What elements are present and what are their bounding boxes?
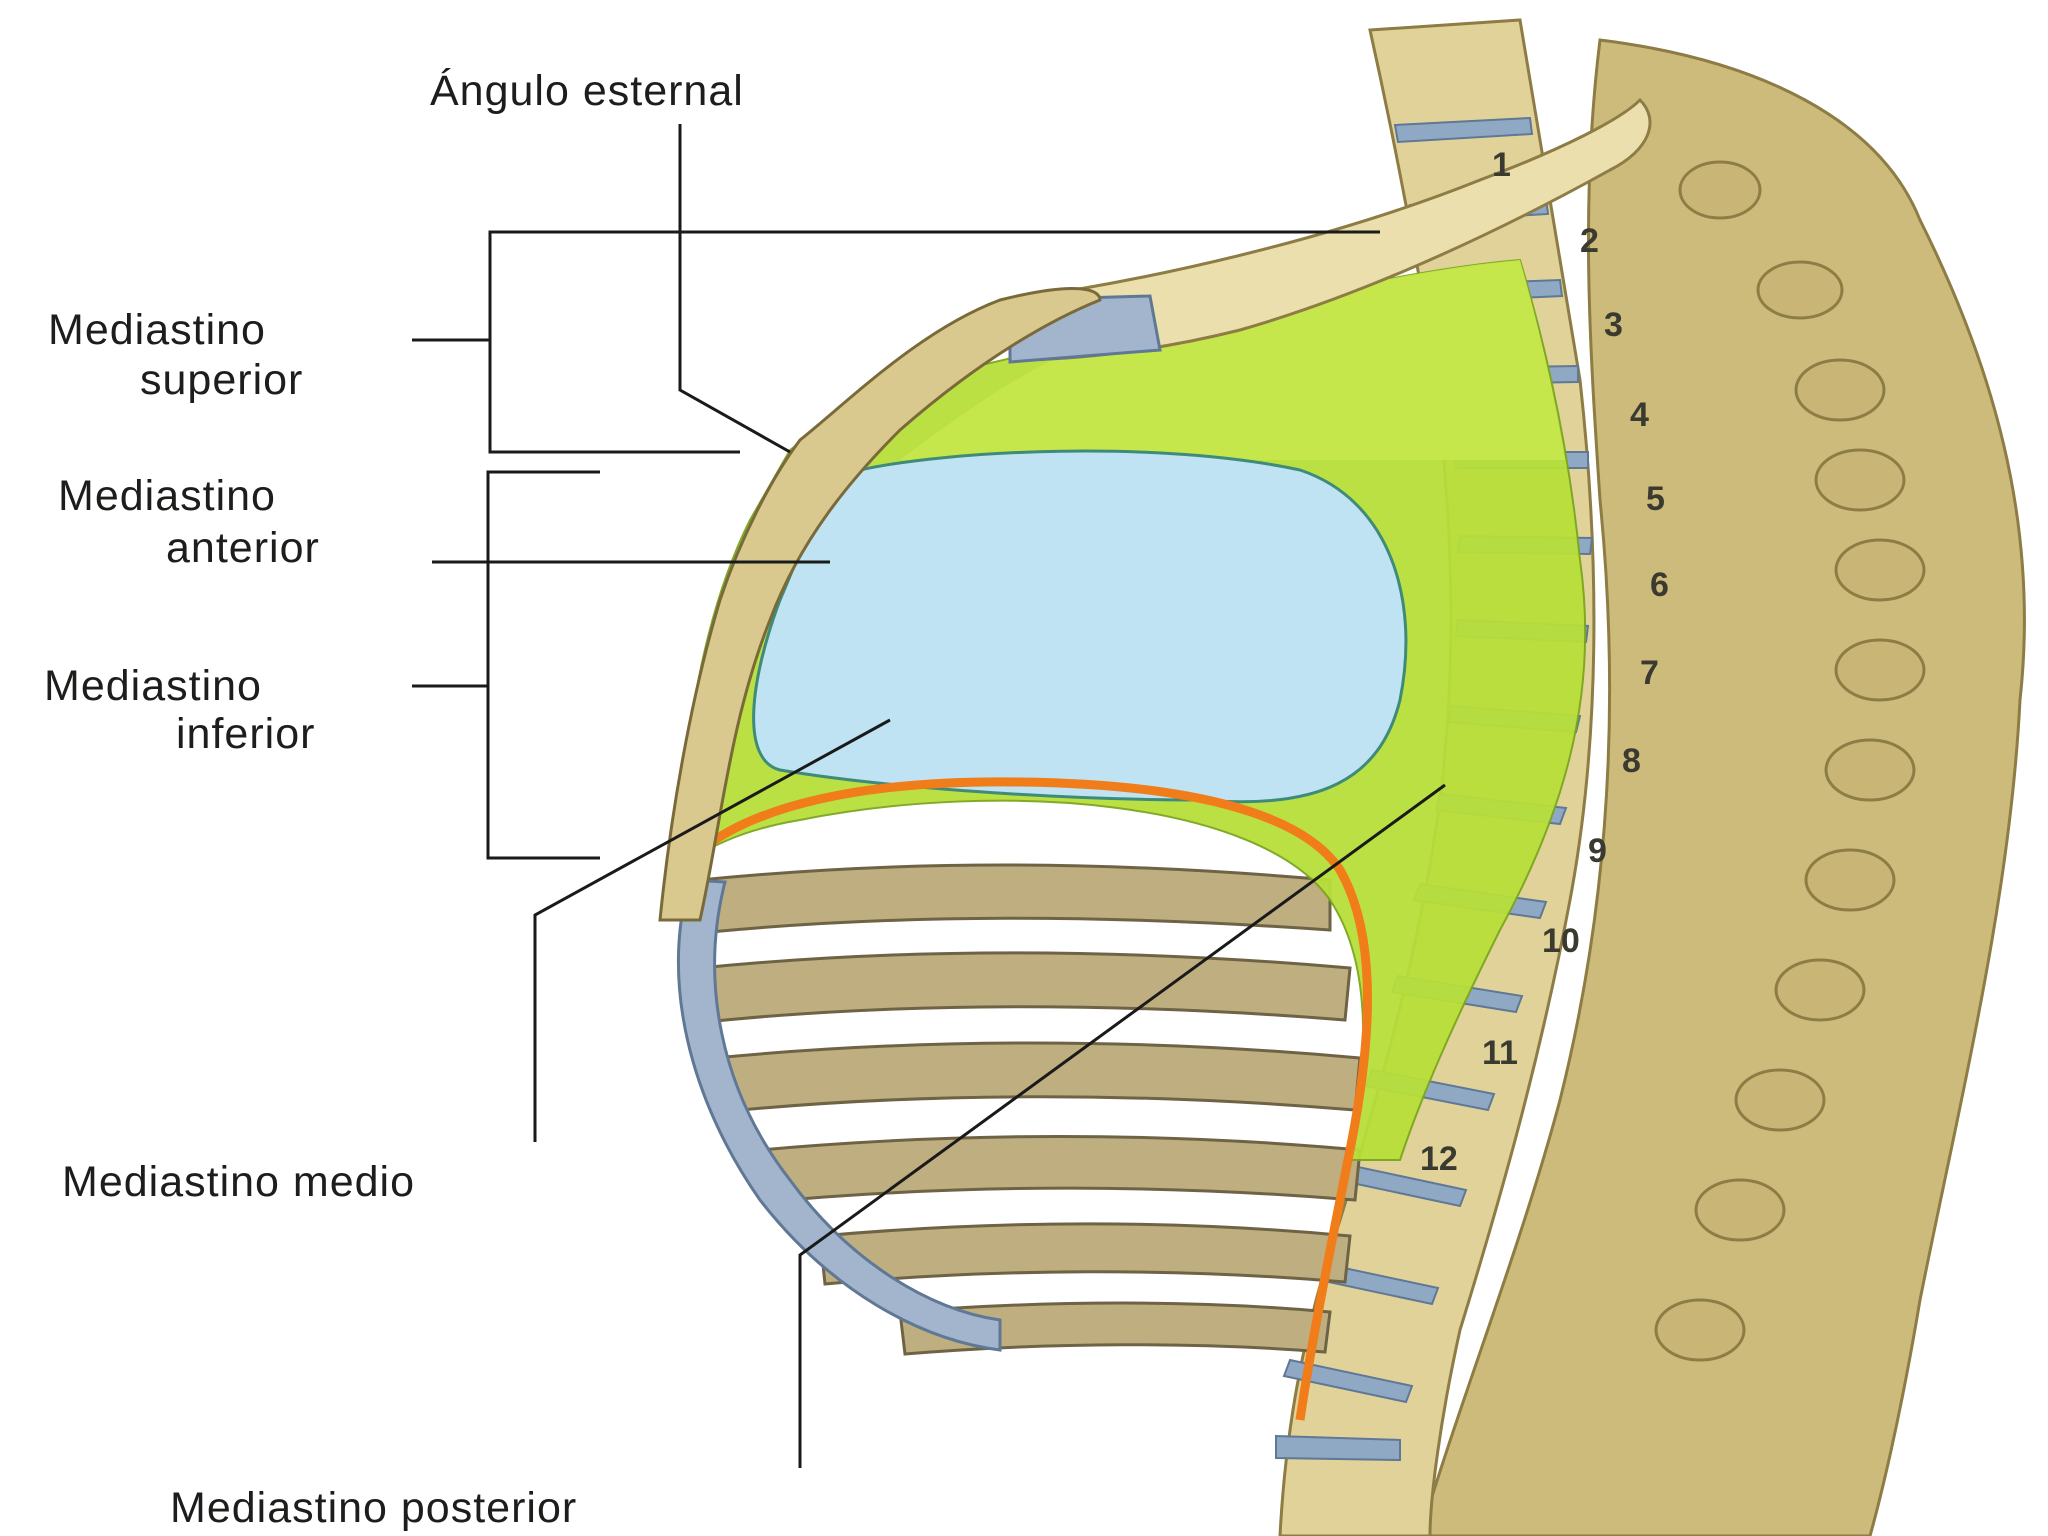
vertebra-number: 1 bbox=[1492, 146, 1511, 184]
label-anterior-line2: anterior bbox=[166, 524, 320, 572]
vertebra-number: 4 bbox=[1630, 396, 1649, 434]
leader-posterior bbox=[798, 783, 1446, 1468]
bracket-inferior bbox=[486, 470, 600, 860]
label-posterior: Mediastino posterior bbox=[170, 1484, 577, 1532]
label-angulo-esternal: Ángulo esternal bbox=[430, 67, 744, 115]
sternum bbox=[658, 287, 1102, 922]
rib bbox=[898, 1301, 1332, 1356]
spinous-processes bbox=[1418, 38, 2026, 1536]
leader-angulo-esternal bbox=[678, 124, 791, 454]
rib bbox=[698, 951, 1352, 1024]
label-superior-line1: Mediastino bbox=[48, 306, 266, 354]
ribs bbox=[676, 863, 1362, 1356]
vertebra-numbers: 1 2 3 4 5 6 7 8 9 10 11 12 bbox=[1420, 146, 1669, 1178]
costal-cartilage bbox=[676, 878, 1002, 1352]
leader-lines bbox=[412, 124, 1446, 1468]
rib bbox=[713, 1041, 1362, 1114]
heart-pericardium bbox=[752, 449, 1408, 804]
vertebra-number: 5 bbox=[1646, 480, 1665, 518]
label-anterior-line1: Mediastino bbox=[58, 472, 276, 520]
superior-mediastinum-band bbox=[900, 260, 1565, 460]
vertebra-number: 9 bbox=[1588, 832, 1607, 870]
label-inferior-line2: inferior bbox=[176, 710, 315, 758]
transverse-processes bbox=[1654, 160, 1926, 1362]
rib bbox=[698, 863, 1332, 934]
diaphragm bbox=[676, 777, 1372, 1421]
vertebra-number: 11 bbox=[1482, 1034, 1518, 1072]
bracket-superior bbox=[488, 230, 740, 454]
rib bbox=[758, 1135, 1362, 1204]
leader-medio bbox=[533, 718, 891, 1142]
label-superior-line2: superior bbox=[140, 356, 303, 404]
vertebra-number: 8 bbox=[1622, 742, 1641, 780]
vertebra-number: 10 bbox=[1542, 922, 1580, 960]
label-medio: Mediastino medio bbox=[62, 1158, 415, 1206]
rib bbox=[818, 1222, 1352, 1286]
vertebra-number: 7 bbox=[1640, 654, 1659, 692]
label-inferior-line1: Mediastino bbox=[44, 662, 262, 710]
vertebra-number: 6 bbox=[1650, 566, 1669, 604]
vertebra-number: 2 bbox=[1580, 222, 1599, 260]
first-rib bbox=[1008, 97, 1652, 362]
labels: Ángulo esternal Mediastino superior Medi… bbox=[44, 67, 744, 1532]
vertebra-number: 3 bbox=[1604, 306, 1623, 344]
vertebra-number: 12 bbox=[1420, 1140, 1458, 1178]
